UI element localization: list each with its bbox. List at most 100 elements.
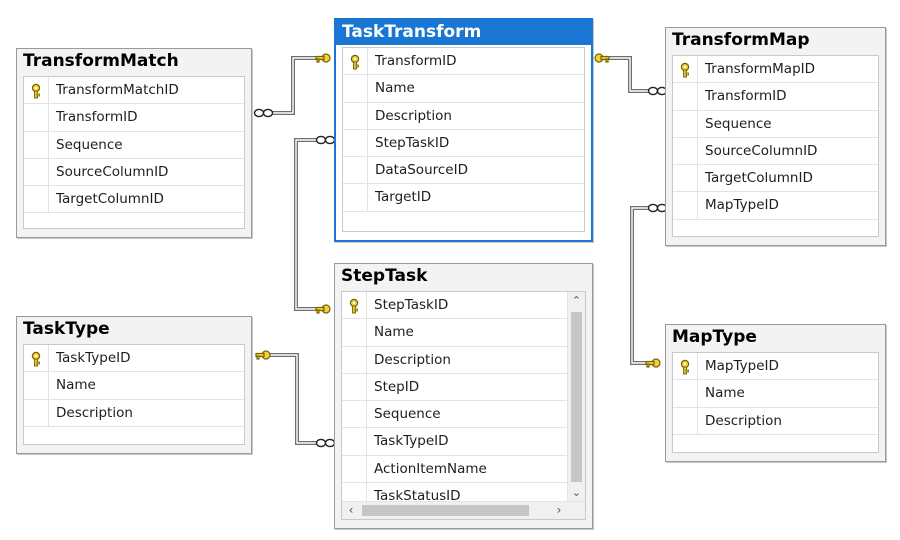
column-row[interactable]: Name [24,372,244,400]
column-row[interactable]: StepTaskID [342,292,568,320]
column-name: Description [705,412,782,429]
up-arrow-icon[interactable]: ⌃ [571,294,582,307]
down-arrow-icon[interactable]: ⌄ [571,486,582,499]
primary-key-icon [29,351,43,367]
column-name: TransformID [56,109,138,126]
column-name: TransformMapID [705,61,816,77]
primary-key-icon [347,298,361,314]
column-name: Description [56,404,133,421]
row-gutter [24,158,49,186]
column-row[interactable]: Description [343,102,584,130]
right-arrow-icon[interactable]: › [556,503,562,517]
column-row[interactable]: TargetColumnID [24,186,244,214]
column-row[interactable]: TaskTypeID [342,428,568,456]
column-row[interactable]: TransformID [673,83,878,111]
column-row[interactable]: Name [342,319,568,347]
column-row[interactable]: Name [343,75,584,103]
table-title[interactable]: MapType [672,327,757,347]
column-name: DataSourceID [375,162,468,179]
column-name: SourceColumnID [56,163,169,180]
left-arrow-icon[interactable]: ‹ [348,503,354,517]
column-row[interactable]: StepTaskID [343,129,584,158]
column-row[interactable]: TransformMapID [673,56,878,84]
column-name: StepTaskID [374,297,449,313]
column-name: Name [374,324,414,341]
column-name: TargetColumnID [56,191,164,208]
key-endpoint-icon [255,350,271,360]
row-gutter [343,184,368,211]
row-gutter [342,483,367,502]
column-row[interactable]: StepID [342,373,568,402]
primary-key-icon [348,54,362,70]
row-gutter [342,428,367,455]
column-row[interactable]: TaskTypeID [24,345,244,373]
table-title[interactable]: StepTask [341,266,428,286]
column-row[interactable]: ActionItemName [342,455,568,484]
column-row[interactable]: Sequence [342,401,568,429]
column-row[interactable]: MapTypeID [673,353,878,381]
column-row[interactable]: SourceColumnID [24,158,244,187]
column-row[interactable]: Name [673,380,878,408]
vertical-scrollbar[interactable]: ⌃ ⌄ [567,292,585,502]
relationship-tasktype-steptask[interactable] [270,353,318,445]
row-gutter [673,353,698,380]
row-gutter [673,56,698,83]
column-row[interactable]: Description [673,407,878,435]
column-row[interactable]: Description [24,399,244,427]
column-row[interactable]: SourceColumnID [673,137,878,166]
relationship-tasktransform-transformmap[interactable] [605,56,650,93]
row-gutter [673,380,698,407]
column-name: Description [374,351,451,368]
row-gutter [343,102,368,129]
row-gutter [673,110,698,137]
column-name: Sequence [56,136,123,153]
column-name: TransformID [375,53,457,69]
row-gutter [673,407,698,434]
column-row[interactable]: TransformID [343,48,584,76]
scrollbar-thumb[interactable] [571,312,582,482]
row-gutter [24,77,49,104]
column-row[interactable]: TargetColumnID [673,165,878,193]
primary-key-icon [678,62,692,78]
column-row[interactable]: MapTypeID [673,192,878,220]
scrollbar-thumb[interactable] [362,505,529,516]
column-row[interactable]: Sequence [24,131,244,159]
column-name: TargetID [375,189,432,206]
column-row[interactable]: TransformMatchID [24,77,244,105]
table-title[interactable]: TaskTransform [336,20,591,45]
column-name: StepID [374,378,420,395]
column-row[interactable]: DataSourceID [343,157,584,185]
relationship-transformmatch-tasktransform[interactable] [271,56,320,115]
row-gutter [24,131,49,158]
primary-key-icon [29,83,43,99]
row-gutter [24,186,49,213]
horizontal-scrollbar[interactable]: ‹ › [342,501,585,519]
column-name: TaskTypeID [56,350,131,366]
table-title[interactable]: TransformMatch [23,51,179,71]
row-gutter [673,165,698,192]
column-name: Name [56,377,96,394]
relationship-steptask-tasktransform[interactable] [294,138,320,311]
row-gutter [673,192,698,219]
relationship-maptype-transformmap[interactable] [630,206,650,365]
column-row[interactable]: TaskStatusID [342,483,568,502]
column-name: TransformMatchID [56,82,179,98]
table-title[interactable]: TransformMap [672,30,810,50]
column-row[interactable]: Description [342,346,568,374]
column-name: TargetColumnID [705,170,813,187]
many-endpoint-icon [315,438,336,448]
column-row[interactable]: TargetID [343,184,584,212]
column-row[interactable]: Sequence [673,110,878,138]
table-title[interactable]: TaskType [23,319,110,339]
column-row[interactable]: TransformID [24,104,244,132]
